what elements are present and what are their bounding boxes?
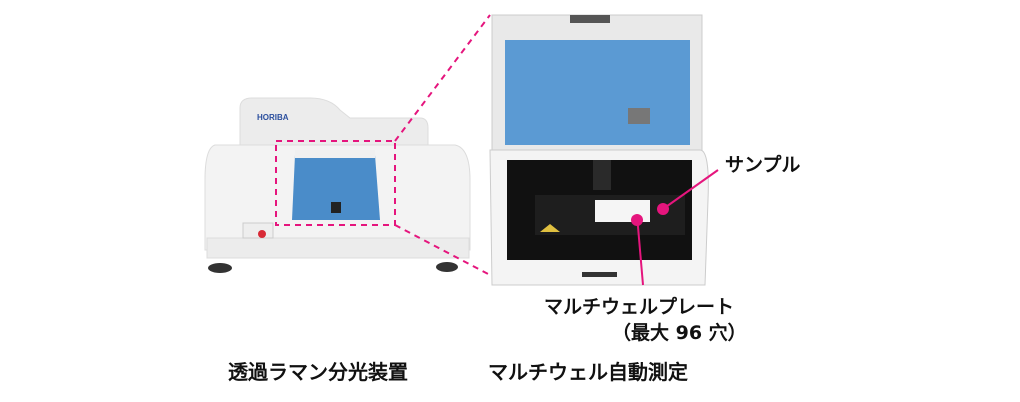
sample-label: サンプル xyxy=(725,154,801,176)
right-caption: マルチウェル自動測定 xyxy=(488,360,688,384)
plate-label: マルチウェルプレート xyxy=(544,296,735,318)
zoom-callout xyxy=(275,14,491,276)
plate-marker xyxy=(631,214,643,226)
plate-note: （最大 96 穴） xyxy=(612,322,747,344)
horiba-logo: HORIBA xyxy=(257,113,289,122)
raman-spectrometer-image: HORIBA xyxy=(204,97,471,273)
multiwell-autosampler-image xyxy=(489,14,709,286)
annotation-leaders xyxy=(636,169,719,286)
left-caption: 透過ラマン分光装置 xyxy=(228,360,408,384)
sample-marker xyxy=(657,203,669,215)
